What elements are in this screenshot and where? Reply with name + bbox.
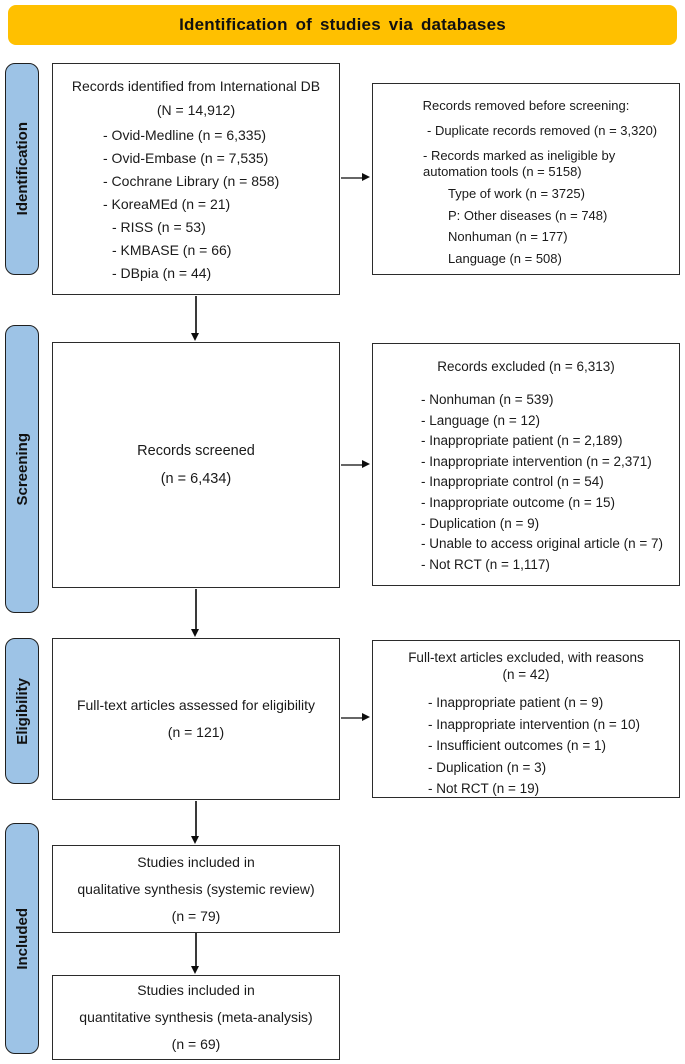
arrow-qualitative-to-quantitative-head	[191, 966, 199, 974]
arrow-screened-to-excluded-line	[341, 464, 363, 466]
fulltext-excluded-item: - Not RCT (n = 19)	[428, 781, 540, 796]
records-removed-box: Records removed before screening: - Dupl…	[372, 83, 680, 275]
arrow-identified-to-screened-line	[195, 296, 197, 333]
fulltext-excluded-item: - Insufficient outcomes (n = 1)	[428, 738, 606, 753]
arrow-screened-to-fulltext-line	[195, 589, 197, 629]
records-screened-count: (n = 6,434)	[160, 471, 232, 487]
stage-label-eligibility: Eligibility	[5, 638, 39, 784]
stage-label-identification: Identification	[5, 63, 39, 275]
excluded-item: - Inappropriate intervention (n = 2,371)	[421, 453, 652, 469]
excluded-item: - Duplication (n = 9)	[421, 515, 540, 531]
excluded-item: - Nonhuman (n = 539)	[421, 392, 554, 407]
fulltext-excluded-item: - Duplication (n = 3)	[428, 759, 547, 775]
stage-label-included: Included	[5, 823, 39, 1054]
quantitative-synthesis-box: Studies included in quantitative synthes…	[52, 975, 340, 1060]
fulltext-excluded-box: Full-text articles excluded, with reason…	[372, 640, 680, 798]
stage-label-identification-text: Identification	[13, 122, 31, 216]
arrow-screened-to-excluded-head	[362, 460, 370, 468]
quantitative-line1: Studies included in	[137, 982, 255, 998]
arrow-screened-to-fulltext-head	[191, 629, 199, 637]
qualitative-line2: qualitative synthesis (systemic review)	[77, 880, 315, 897]
excluded-item: - Language (n = 12)	[421, 412, 540, 428]
records-removed-title: Records removed before screening:	[422, 98, 630, 113]
records-identified-total: (N = 14,912)	[156, 102, 236, 118]
records-identified-box: Records identified from International DB…	[52, 63, 340, 295]
stage-label-included-text: Included	[13, 907, 31, 970]
stage-label-eligibility-text: Eligibility	[13, 677, 31, 745]
stage-label-screening: Screening	[5, 325, 39, 613]
quantitative-count: (n = 69)	[171, 1036, 221, 1052]
arrow-fulltext-to-qualitative-head	[191, 836, 199, 844]
removed-item: - Records marked as ineligible by automa…	[423, 148, 616, 179]
qualitative-synthesis-box: Studies included in qualitative synthesi…	[52, 845, 340, 933]
arrow-fulltext-to-ftexcluded-line	[341, 717, 363, 719]
excluded-item: - Inappropriate outcome (n = 15)	[421, 494, 615, 510]
excluded-item: - Not RCT (n = 1,117)	[421, 556, 550, 572]
removed-sub-item: P: Other diseases (n = 748)	[448, 207, 608, 223]
records-excluded-list: - Nonhuman (n = 539) - Language (n = 12)…	[373, 390, 679, 575]
arrow-fulltext-to-qualitative-line	[195, 801, 197, 836]
arrow-identified-to-removed-head	[362, 173, 370, 181]
removed-sub-item: Type of work (n = 3725)	[448, 186, 585, 201]
records-identified-title: Records identified from International DB	[71, 78, 321, 94]
removed-sub-list: Type of work (n = 3725) P: Other disease…	[373, 183, 679, 269]
records-excluded-box: Records excluded (n = 6,313) - Nonhuman …	[372, 343, 680, 586]
source-item: - Ovid-Embase (n = 7,535)	[103, 150, 269, 166]
banner-title: Identification of studies via databases	[8, 5, 677, 45]
records-screened-title: Records screened	[137, 443, 255, 459]
stage-label-screening-text: Screening	[13, 432, 31, 506]
source-item: - DBpia (n = 44)	[112, 265, 212, 281]
fulltext-excluded-count: (n = 42)	[502, 667, 550, 682]
records-excluded-title: Records excluded (n = 6,313)	[437, 359, 615, 374]
excluded-item: - Inappropriate control (n = 54)	[421, 474, 604, 490]
excluded-item: - Inappropriate patient (n = 2,189)	[421, 433, 623, 449]
qualitative-line1: Studies included in	[137, 853, 255, 870]
quantitative-line2: quantitative synthesis (meta-analysis)	[79, 1009, 313, 1025]
qualitative-count: (n = 79)	[171, 907, 221, 924]
source-item: - KMBASE (n = 66)	[112, 242, 232, 258]
fulltext-assessed-count: (n = 121)	[167, 724, 225, 740]
source-item: - RISS (n = 53)	[112, 219, 206, 235]
fulltext-assessed-title: Full-text articles assessed for eligibil…	[76, 697, 316, 713]
removed-sub-item: Nonhuman (n = 177)	[448, 229, 568, 244]
arrow-identified-to-screened-head	[191, 333, 199, 341]
records-identified-source-list: - Ovid-Medline (n = 6,335) - Ovid-Embase…	[53, 124, 339, 285]
source-item: - Ovid-Medline (n = 6,335)	[103, 127, 267, 143]
arrow-fulltext-to-ftexcluded-head	[362, 713, 370, 721]
arrow-identified-to-removed-line	[341, 177, 363, 179]
excluded-item: - Unable to access original article (n =…	[421, 536, 663, 552]
fulltext-assessed-box: Full-text articles assessed for eligibil…	[52, 638, 340, 800]
fulltext-excluded-item: - Inappropriate patient (n = 9)	[428, 695, 604, 710]
source-item: - Cochrane Library (n = 858)	[103, 173, 280, 189]
fulltext-excluded-title: Full-text articles excluded, with reason…	[408, 650, 644, 665]
removed-item: - Duplicate records removed (n = 3,320)	[427, 123, 658, 138]
fulltext-excluded-list: - Inappropriate patient (n = 9) - Inappr…	[373, 692, 679, 800]
removed-sub-item: Language (n = 508)	[448, 250, 562, 266]
records-screened-box: Records screened (n = 6,434)	[52, 342, 340, 588]
fulltext-excluded-item: - Inappropriate intervention (n = 10)	[428, 716, 640, 732]
arrow-qualitative-to-quantitative-line	[195, 933, 197, 966]
source-item: - KoreaMEd (n = 21)	[103, 196, 231, 212]
